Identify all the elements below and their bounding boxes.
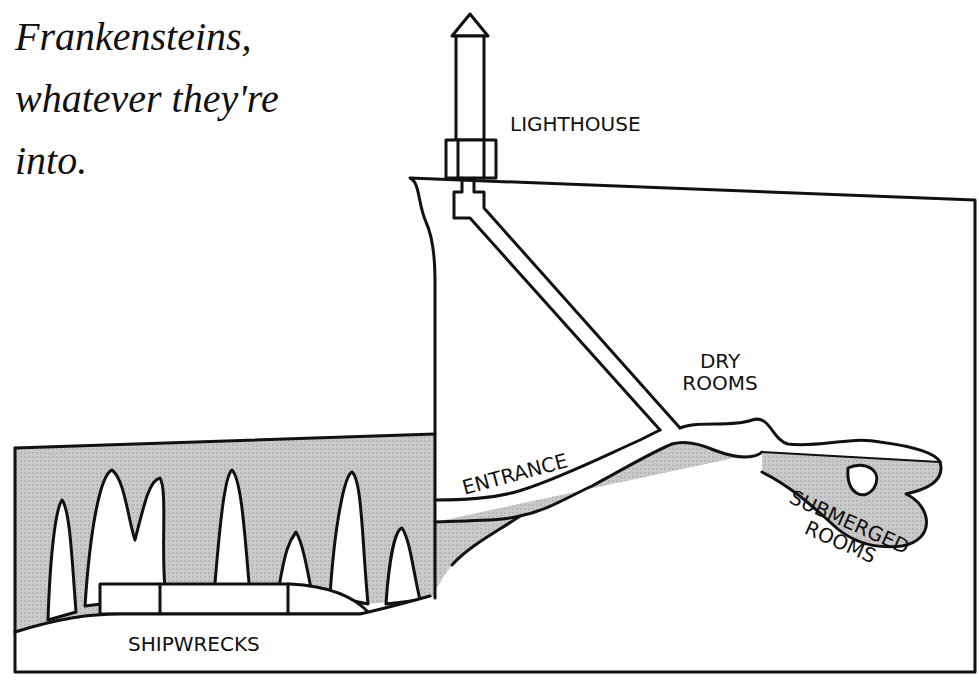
- sea-surface: [15, 434, 435, 448]
- passage-wall: [452, 516, 520, 565]
- lighthouse-tower: [456, 36, 484, 140]
- shipwreck-hull: [100, 584, 370, 614]
- rock-pillar: [386, 528, 420, 604]
- rock-pillar: [330, 472, 368, 604]
- seabed-line: [15, 596, 430, 632]
- lighthouse-base: [446, 140, 496, 178]
- lighthouse-base-lines: [458, 140, 484, 178]
- cliff-outline: [15, 178, 975, 672]
- part-label: DRY ROOMS: [672, 350, 768, 394]
- shipwreck-ribs: [160, 584, 288, 614]
- part-label: SHIPWRECKS: [128, 632, 308, 656]
- dry-room-ceiling: [680, 419, 940, 462]
- flooded-passage: [430, 516, 520, 598]
- water-line: [762, 452, 940, 462]
- tunnel-wall: [474, 178, 680, 428]
- sea-water: [15, 434, 435, 635]
- tunnel-wall: [454, 178, 660, 430]
- handwritten-note: Frankensteins, whatever they're into.: [15, 6, 285, 192]
- lighthouse-roof: [452, 14, 488, 36]
- entrance-lower-wall: [435, 442, 762, 522]
- tunnel-water: [435, 442, 762, 522]
- seabed-rock: [15, 596, 435, 672]
- rock-pillar: [48, 500, 76, 620]
- part-label: LIGHTHOUSE: [510, 112, 680, 136]
- rock-pillar: [214, 470, 250, 596]
- rock-island: [848, 465, 877, 495]
